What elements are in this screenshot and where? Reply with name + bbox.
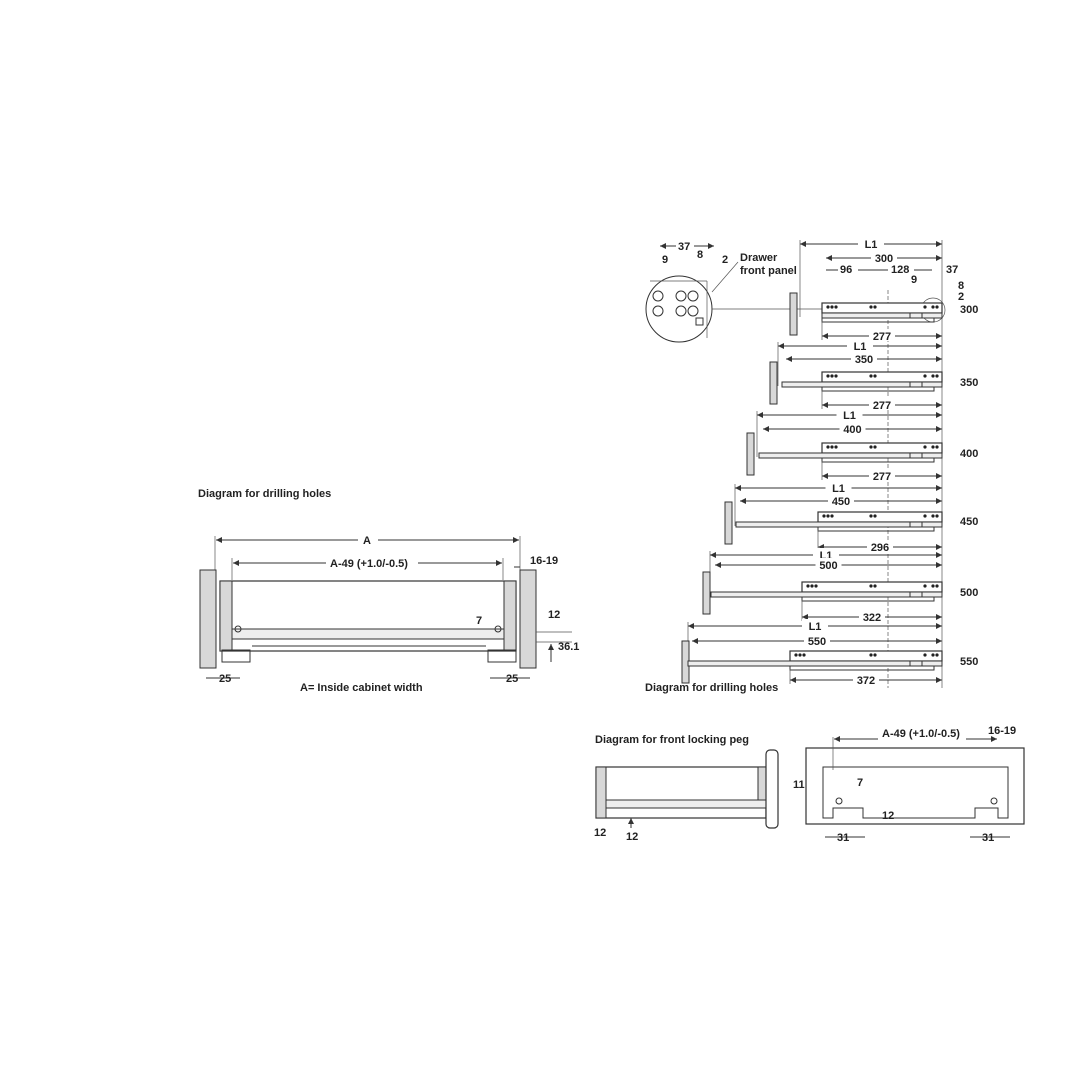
slide-row-500: 500 — [702, 551, 978, 621]
dim-25-right: 25 — [506, 673, 518, 685]
dim-a: A — [363, 535, 371, 547]
slide-bottom-dim-300: 277 — [873, 331, 891, 343]
slide-dim-37: 37 — [946, 264, 958, 276]
drawer-front-panel — [702, 571, 711, 615]
inside-width-note: A= Inside cabinet width — [300, 682, 423, 694]
slide-length-300: 300 — [875, 253, 893, 265]
slide-dim-128: 128 — [891, 264, 909, 276]
slide-bottom-dim-550: 372 — [857, 675, 875, 687]
slide-l1-400: L1 — [843, 410, 856, 422]
peg-side-12a: 12 — [594, 827, 606, 839]
locking-peg-diagram: Diagram for front locking peg 12 12 A-49… — [594, 725, 1025, 844]
slide-length-500: 500 — [819, 560, 837, 572]
slide-size-label-300: 300 — [960, 304, 978, 316]
drawer-front-panel — [746, 432, 755, 476]
detail-label-drawer: Drawer — [740, 252, 778, 264]
peg-dim-31-left: 31 — [837, 832, 849, 844]
slide-rail — [687, 660, 943, 667]
peg-dim-31-right: 31 — [982, 832, 994, 844]
slide-dim-8: 8 — [958, 280, 964, 292]
drawer-front-panel — [724, 501, 733, 545]
slides-title: Diagram for drilling holes — [645, 682, 778, 694]
slide-l1-350: L1 — [854, 341, 867, 353]
slide-length-diagrams: 96 128 37 9 8 2 Diagram for drilling hol… — [645, 237, 978, 694]
slide-length-400: 400 — [843, 424, 861, 436]
dim-36-1: 36.1 — [558, 641, 579, 653]
slide-row-400: 400 — [746, 411, 978, 480]
slide-rail — [758, 452, 943, 459]
slide-size-label-500: 500 — [960, 587, 978, 599]
slide-row-300: 300 — [789, 240, 978, 340]
slide-dim-9: 9 — [911, 274, 917, 286]
slide-row-350: 350 — [769, 342, 978, 409]
slide-bottom-dim-350: 277 — [873, 400, 891, 412]
slide-length-550: 550 — [808, 636, 826, 648]
slide-l1-300: L1 — [865, 239, 878, 251]
slide-length-450: 450 — [832, 496, 850, 508]
peg-dim-a-49: A-49 (+1.0/-0.5) — [882, 728, 960, 740]
detail-dim-37: 37 — [678, 241, 690, 253]
slide-rail — [821, 312, 943, 319]
dim-16-19: 16-19 — [530, 555, 558, 567]
slide-bottom-dim-450: 296 — [871, 542, 889, 554]
drawer-front-panel — [769, 361, 778, 405]
slide-size-label-550: 550 — [960, 656, 978, 668]
peg-dim-11: 11 — [793, 779, 805, 791]
cabinet-wall-right — [519, 569, 537, 669]
peg-dim-16-19: 16-19 — [988, 725, 1016, 737]
locking-peg-title: Diagram for front locking peg — [595, 734, 749, 746]
slide-dim-2: 2 — [958, 291, 964, 303]
slide-rail — [781, 381, 943, 388]
cabinet-wall-left — [199, 569, 217, 669]
drawer-front — [219, 580, 517, 652]
front-drilling-diagram: Diagram for drilling holes A A-49 (+1.0/… — [198, 488, 579, 694]
peg-dim-7: 7 — [857, 777, 863, 789]
slide-size-label-400: 400 — [960, 448, 978, 460]
slide-rail — [735, 521, 943, 528]
detail-dim-2: 2 — [722, 254, 728, 266]
slide-l1-550: L1 — [809, 621, 822, 633]
front-drilling-title: Diagram for drilling holes — [198, 488, 331, 500]
detail-dim-8: 8 — [697, 249, 703, 261]
dim-7: 7 — [476, 615, 482, 627]
peg-dim-12: 12 — [882, 810, 894, 822]
slide-length-350: 350 — [855, 354, 873, 366]
slide-body — [789, 650, 943, 662]
slide-bottom-dim-500: 322 — [863, 612, 881, 624]
dim-12: 12 — [548, 609, 560, 621]
dim-a-49: A-49 (+1.0/-0.5) — [330, 558, 408, 570]
slide-size-label-350: 350 — [960, 377, 978, 389]
slide-size-label-450: 450 — [960, 516, 978, 528]
slide-row-450: 450 — [724, 484, 978, 551]
detail-label-front-panel: front panel — [740, 265, 797, 277]
peg-side-12b: 12 — [626, 831, 638, 843]
slide-body — [817, 511, 943, 523]
detail-dim-9: 9 — [662, 254, 668, 266]
drawer-front-panel — [789, 292, 798, 336]
slide-row-550: 550 — [681, 622, 978, 684]
slide-rail — [710, 591, 943, 598]
slide-dim-96: 96 — [840, 264, 852, 276]
slide-bottom-dim-400: 277 — [873, 471, 891, 483]
dim-25-left: 25 — [219, 673, 231, 685]
slide-l1-450: L1 — [832, 483, 845, 495]
